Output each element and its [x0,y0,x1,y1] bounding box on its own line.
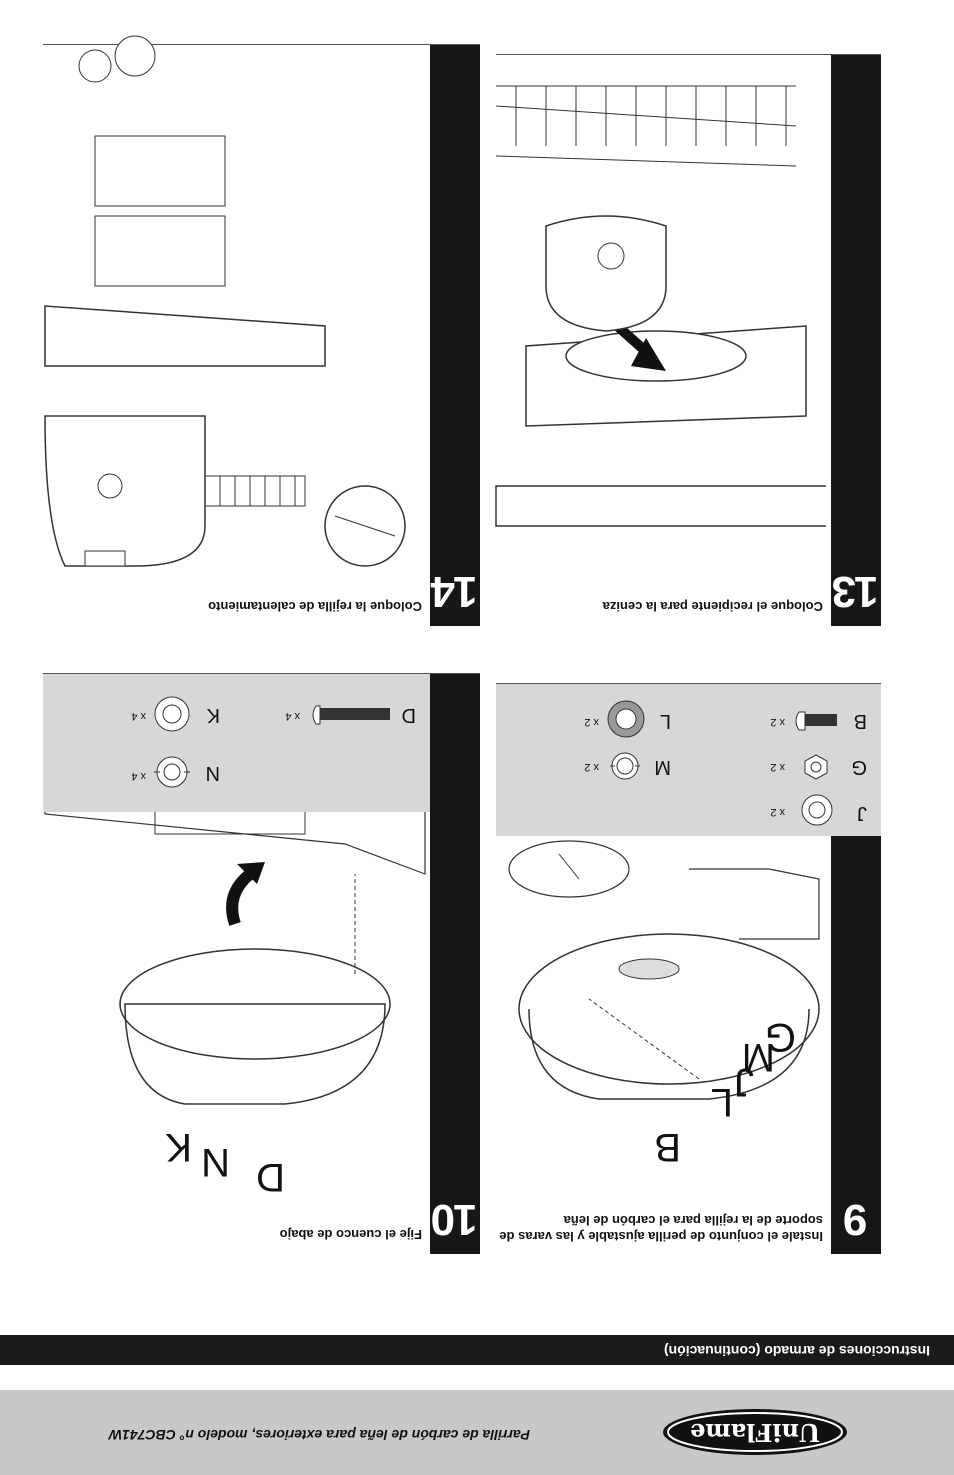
bolt-icon [312,705,390,725]
uniflame-logo: UniFlame [663,1409,847,1455]
step-13-tab: 13 [831,55,881,626]
step-9-panel: 9 Instale el conjunto de perilla ajustab… [496,683,881,1254]
part-m-qty: x 2 [584,761,599,773]
step-9-callout-g: G [764,1015,796,1059]
brand-text: UniFlame [690,1418,820,1447]
step-14-caption: Coloque la rejilla de calentamiento [208,599,422,614]
bolt-icon [795,711,837,731]
step-10-tab: 10 [430,674,480,1254]
step-14-number: 14 [432,567,478,616]
step-9-callout-b: B [654,1125,681,1169]
washer-icon [801,794,833,826]
part-g-qty: x 2 [770,761,785,773]
part-d-letter: D [401,704,416,726]
step-9-number: 9 [844,1195,868,1244]
part-g-letter: G [851,756,867,778]
part-b-qty: x 2 [770,716,785,728]
page-footer: UniFlame Parrilla de carbón de leña para… [0,1390,954,1475]
step-13-illustration [495,85,826,527]
step-9-caption-line1: Instale el conjunto de perilla ajustable… [499,1229,823,1244]
step-10-callout-k: K [165,1125,192,1169]
section-header: Instrucciones de armado (continuación) [0,1335,954,1365]
step-9-parts-box: B x 2 G x 2 J x 2 L [496,684,881,836]
step-13-number: 13 [833,567,879,616]
step-13-caption: Coloque el recipiente para la ceniza [602,599,823,614]
step-10-panel: 10 Fije el cuenco de abajo D N K D x 4 K [43,673,480,1254]
part-l-qty: x 2 [584,716,599,728]
part-n-qty: x 4 [131,770,146,782]
part-n-letter: N [205,762,220,784]
lock-washer-icon [610,752,640,780]
nut-icon [804,754,828,780]
step-10-callout-n: N [201,1140,230,1184]
step-9-illustration [508,840,820,1100]
section-title: Instrucciones de armado (continuación) [663,1343,930,1359]
part-d-qty: x 4 [285,710,300,722]
thick-washer-icon [607,700,645,738]
part-j-qty: x 2 [770,806,785,818]
model-line: Parrilla de carbón de leña para exterior… [108,1427,530,1443]
step-9-caption: Instale el conjunto de perilla ajustable… [493,1212,823,1244]
part-l-letter: L [659,710,671,732]
step-14-illustration [44,35,406,567]
step-13-panel: 13 Coloque el recipiente para la ceniza [495,54,881,626]
washer-icon [154,696,190,732]
part-j-letter: J [857,802,867,824]
step-14-panel: 14 Coloque la rejilla de calentamiento [43,35,480,626]
step-10-callout-d: D [256,1155,285,1199]
step-10-number: 10 [432,1195,478,1244]
step-10-parts-box: D x 4 K x 4 N x 4 [43,674,430,812]
lock-washer-icon [154,756,190,788]
step-9-callout-l: L [710,1080,733,1124]
step-10-illustration [44,753,426,1105]
step-14-tab: 14 [430,45,480,626]
part-m-letter: M [654,756,671,778]
part-k-qty: x 4 [131,710,146,722]
step-10-caption: Fije el cuenco de abajo [279,1227,422,1242]
step-9-caption-line2: soporte de la rejilla para el carbón de … [563,1213,823,1228]
part-k-letter: K [206,704,220,726]
part-b-letter: B [853,710,867,732]
